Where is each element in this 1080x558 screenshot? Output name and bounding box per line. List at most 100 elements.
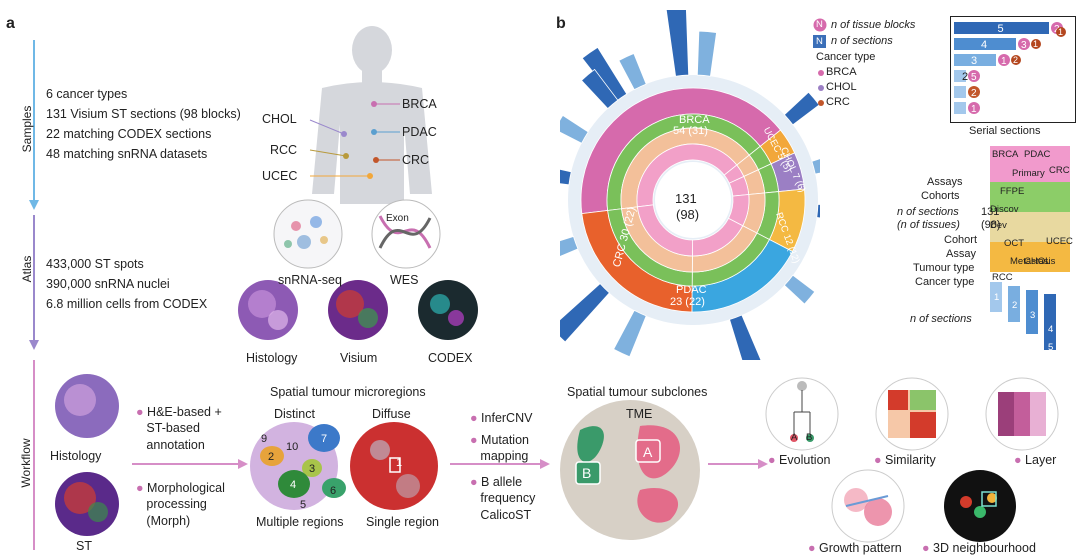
step-annotation: ● H&E-based + ST-based annotation — [136, 405, 222, 452]
center-blocks: (98) — [676, 207, 700, 222]
sunburst-spoke — [816, 203, 820, 219]
label-single-region: Single region — [366, 515, 439, 529]
output-evolution: ● Evolution — [768, 453, 831, 467]
key-arc-chol: CHOL — [1024, 256, 1051, 267]
sunburst-spoke — [729, 314, 762, 360]
serial-crc-badge — [1011, 55, 1021, 65]
key-n-sections: n of sections — [897, 206, 959, 218]
region-9: 9 — [261, 433, 268, 445]
sunburst-center — [655, 162, 731, 238]
key-arc-ucec: UCEC — [1046, 236, 1073, 247]
label-wf-st: ST — [76, 539, 92, 553]
legend-type-chol: CHOL — [826, 81, 857, 93]
label-brca: BRCA — [402, 97, 437, 111]
label-pdac: PDAC — [402, 125, 437, 139]
serial-bar — [954, 54, 996, 66]
label-distinct: Distinct — [274, 407, 315, 421]
serial-section-count: 4 — [981, 39, 987, 51]
output-layer: ● Layer — [1014, 453, 1057, 467]
label-snrna-seq: snRNA-seq — [278, 273, 342, 287]
key-arc-pdac: PDAC — [1024, 149, 1051, 160]
legend-n-blocks: n of tissue blocks — [831, 19, 916, 31]
output-growth-pattern: ● Growth pattern — [808, 541, 902, 555]
serial-crc-count: 1 — [1058, 27, 1063, 37]
key-n-of-sections: n of sections — [910, 313, 972, 325]
key-arc-ffpe: FFPE — [1000, 186, 1025, 197]
segment-pdac-name: PDAC — [676, 284, 707, 296]
key-assays: Assays — [927, 176, 963, 188]
key-cancer-type: Cancer type — [915, 276, 975, 288]
key-total-blocks: (98) — [981, 219, 1001, 231]
legend-blocks-icon: N — [816, 19, 823, 30]
region-4: 4 — [290, 479, 297, 491]
key-assay: Assay — [946, 248, 976, 260]
segment-crc-tumour — [636, 204, 694, 257]
segment-pdac-value: 23 (22) — [670, 296, 705, 308]
key-bar-3: 3 — [1030, 310, 1036, 321]
key-arc-crc: CRC — [1049, 165, 1070, 176]
key-cohorts: Cohorts — [921, 190, 960, 202]
serial-block-badge — [968, 70, 980, 82]
serial-section-count: 2 — [962, 71, 968, 83]
serial-block-count: 2 — [971, 88, 977, 99]
growth-pattern-icon — [844, 488, 892, 526]
label-crc: CRC — [402, 153, 430, 167]
region-5: 5 — [300, 499, 307, 511]
sunburst-spoke — [560, 168, 572, 186]
label-tme: TME — [626, 407, 653, 421]
step-infercnv: ● InferCNV — [470, 411, 533, 425]
region-1: 1 — [396, 457, 403, 469]
key-arc-primary: Primary — [1012, 168, 1045, 179]
serial-crc-count: 1 — [1033, 39, 1038, 49]
sunburst-spoke — [613, 309, 647, 358]
region-10: 10 — [286, 441, 299, 453]
legend-cancer-type: Cancer type — [816, 51, 876, 63]
region-7: 7 — [321, 433, 328, 445]
output-3d-neighbourhood: ● 3D neighbourhood — [922, 541, 1036, 555]
sunburst-spoke — [783, 91, 820, 126]
sunburst-spoke — [696, 30, 717, 77]
key-arc-rcc: RCC — [992, 272, 1013, 283]
legend-sections-icon: N — [816, 36, 823, 47]
legend-n-sections: n of sections — [831, 35, 893, 47]
step-mutation: ● Mutation mapping — [470, 433, 529, 464]
label-wf-histology: Histology — [50, 449, 102, 463]
sunburst-spoke — [580, 68, 619, 110]
serial-block-count: 3 — [1021, 40, 1027, 51]
sunburst-spoke — [665, 10, 690, 77]
stat-cancer-types: 6 cancer types — [46, 87, 128, 101]
heatmap-icon — [888, 390, 936, 438]
serial-sections-chart: 5243312521112 — [950, 16, 1076, 123]
key-bar-2: 2 — [1012, 300, 1018, 311]
step-baf: ● B allele frequency CalicoST — [470, 475, 536, 522]
key-bar-1: 1 — [994, 292, 1000, 303]
key-tumour-type: Tumour type — [913, 262, 975, 274]
label-visium: Visium — [340, 351, 378, 365]
region-2: 2 — [268, 451, 275, 463]
stat-codex-cells: 6.8 million cells from CODEX — [46, 297, 208, 311]
step-morph: ● Morphological processing (Morph) — [136, 481, 225, 528]
key-diagram — [990, 146, 1070, 350]
serial-block-badge — [998, 54, 1010, 66]
layer-icon — [998, 392, 1046, 436]
serial-bar — [954, 102, 966, 114]
label-atlas: Atlas — [20, 255, 34, 283]
serial-bar — [954, 70, 966, 82]
serial-section-count: 5 — [998, 23, 1004, 35]
serial-block-badge — [1018, 38, 1030, 50]
stat-codex: 22 matching CODEX sections — [46, 127, 212, 141]
clone-b-label: B — [582, 465, 592, 481]
serial-block-count: 1 — [971, 104, 977, 115]
panel-b-letter: b — [556, 15, 566, 32]
label-exon: Exon — [386, 213, 409, 224]
segment-brca-name: BRCA — [679, 114, 710, 126]
output-icons — [765, 377, 1059, 543]
workflow-graphics — [55, 374, 768, 540]
key-n-tissues: (n of tissues) — [897, 219, 960, 231]
serial-block-count: 1 — [1001, 56, 1007, 67]
region-3: 3 — [309, 463, 316, 475]
umap-plot-icon — [284, 216, 328, 249]
panel-a-letter: a — [6, 15, 15, 32]
serial-crc-badge — [1056, 27, 1066, 37]
serial-crc-count: 2 — [1013, 55, 1018, 65]
